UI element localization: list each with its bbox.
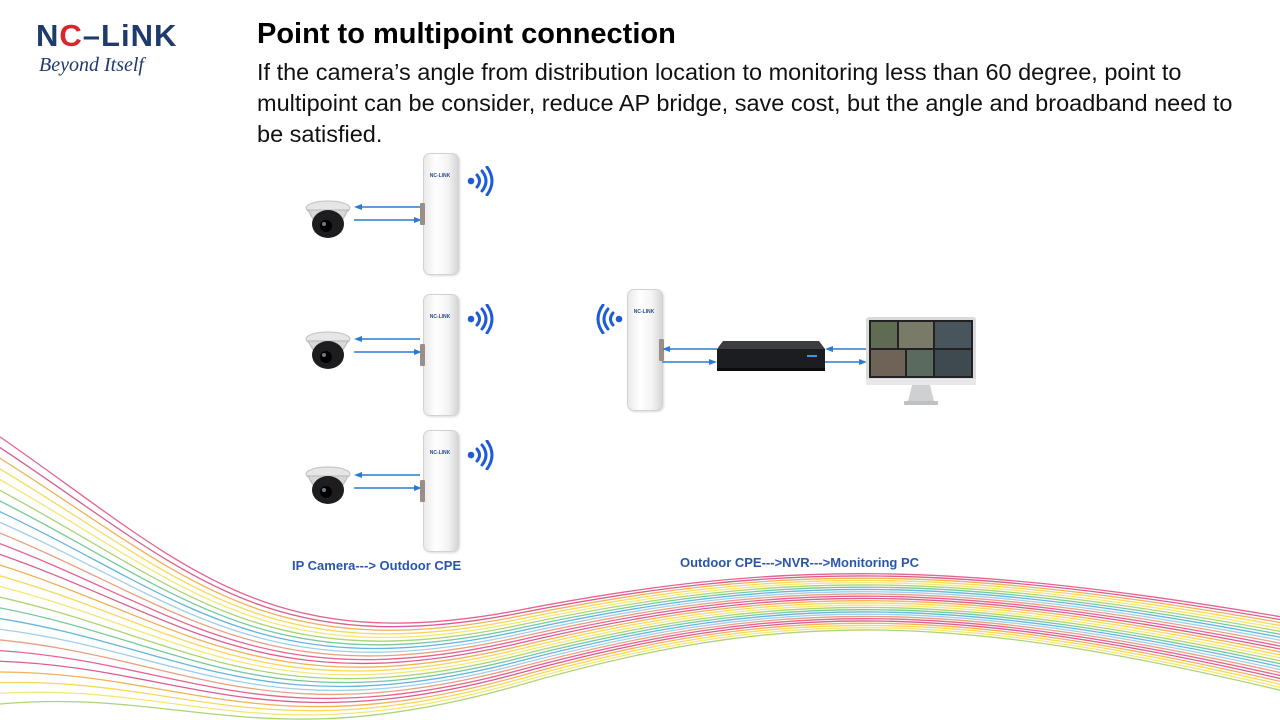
- wifi-signal-icon: [596, 304, 623, 334]
- monitoring-pc-icon: [866, 317, 976, 405]
- outdoor-cpe-device: NC-LINK: [420, 294, 459, 416]
- data-link-arrows: [354, 204, 422, 223]
- caption-camera-to-cpe: IP Camera---> Outdoor CPE: [292, 558, 462, 573]
- nc-link-logo: NC–LiNK Beyond Itself: [36, 18, 231, 82]
- dome-camera-icon: [305, 200, 351, 238]
- outdoor-cpe-device: NC-LINK: [420, 430, 459, 552]
- wifi-signal-icon: [467, 440, 494, 470]
- dome-camera-icon: [305, 466, 351, 504]
- data-link-arrows: [662, 346, 717, 365]
- caption-cpe-to-monitoring: Outdoor CPE--->NVR--->Monitoring PC: [680, 555, 920, 570]
- outdoor-cpe-device: NC-LINK: [627, 289, 664, 411]
- wifi-signal-icon: [467, 166, 494, 196]
- nvr-recorder-icon: [717, 341, 825, 371]
- data-link-arrows: [354, 472, 422, 491]
- data-link-arrows: [354, 336, 422, 355]
- dome-camera-icon: [305, 331, 351, 369]
- slide-description: If the camera’s angle from distribution …: [257, 59, 1233, 147]
- data-link-arrows: [825, 346, 867, 365]
- slide-title: Point to multipoint connection: [257, 18, 676, 50]
- outdoor-cpe-device: NC-LINK: [420, 153, 459, 275]
- wifi-signal-icon: [467, 304, 494, 334]
- logo-wordmark: NC–LiNK: [36, 18, 178, 53]
- logo-tagline: Beyond Itself: [39, 54, 144, 76]
